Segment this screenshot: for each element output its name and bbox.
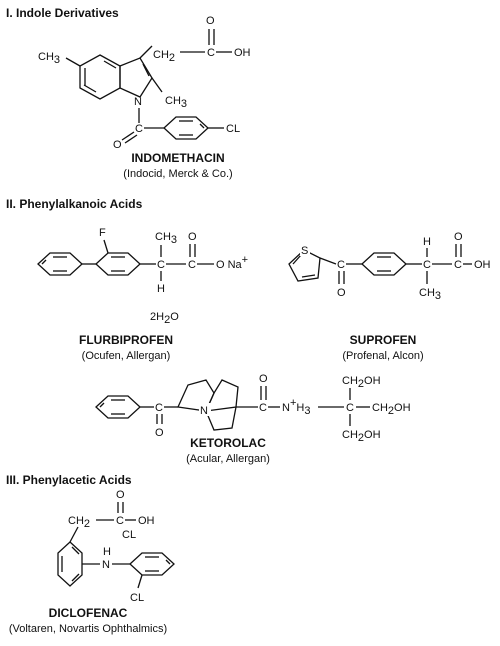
- suprofen-carboxyl-c: C: [454, 259, 462, 271]
- flurbiprofen-name: FLURBIPROFEN: [79, 333, 173, 347]
- indomethacin-structure: CH3 CH2 C O OH CH3 N C O CL: [38, 15, 251, 151]
- indomethacin-carbonyl-o: O: [206, 15, 215, 27]
- ketorolac-phenyl-ring: [95, 395, 141, 419]
- ketorolac-name: KETOROLAC: [190, 436, 266, 450]
- flurbiprofen-phenyl-ring: [37, 252, 83, 276]
- diclofenac-structure: CH2 C O OH CL N H CL: [57, 489, 175, 604]
- indomethacin-cl: CL: [226, 123, 240, 135]
- flurbiprofen-ch3: CH3: [155, 231, 177, 246]
- indomethacin-acyl-c: C: [135, 123, 143, 135]
- suprofen-carbonyl-o: O: [454, 231, 463, 243]
- suprofen-s: S: [301, 245, 308, 257]
- ketorolac-ring-b-top: [204, 379, 239, 412]
- diclofenac-ch2: CH2: [68, 515, 90, 530]
- indomethacin-carboxyl-c: C: [207, 47, 215, 59]
- indomethacin-brand: (Indocid, Merck & Co.): [123, 168, 232, 180]
- ketorolac-ch2oh-bottom: CH2OH: [342, 429, 381, 444]
- suprofen-keto-o: O: [337, 287, 346, 299]
- diclofenac-right-ring: [129, 552, 175, 576]
- diclofenac-oh: OH: [138, 515, 155, 527]
- ketorolac-ch2oh-top: CH2OH: [342, 375, 381, 390]
- ketorolac-ring-n: N: [200, 405, 208, 417]
- diclofenac-name: DICLOFENAC: [49, 606, 128, 620]
- indomethacin-acyl-o: O: [113, 139, 122, 151]
- ketorolac-quaternary-c: C: [346, 402, 354, 414]
- flurbiprofen-alpha-c: C: [157, 259, 165, 271]
- ketorolac-ring-b-bottom: [205, 406, 237, 431]
- indomethacin-oh: OH: [234, 47, 251, 59]
- ketorolac-tromethamine-n: N+H3: [282, 397, 310, 417]
- diclofenac-brand: (Voltaren, Novartis Ophthalmics): [9, 623, 167, 635]
- indomethacin-pyrrole-ring: [119, 57, 153, 98]
- flurbiprofen-fluorophenyl-ring: [95, 252, 141, 276]
- suprofen-structure: S C O C H CH3 C O OH: [288, 231, 491, 302]
- diclofenac-nh-n: N: [102, 559, 110, 571]
- section-heading-phenylalkanoic: II. Phenylalkanoic Acids: [6, 197, 143, 211]
- ketorolac-structure: C O N C O N+H3 C CH2OH CH2OH CH2OH: [95, 373, 411, 444]
- suprofen-brand: (Profenal, Alcon): [342, 350, 423, 362]
- suprofen-thiophene-ring: [288, 249, 321, 282]
- indomethacin-n: N: [134, 96, 142, 108]
- indomethacin-benzene-ring: [79, 54, 121, 100]
- ketorolac-amide-c: C: [259, 402, 267, 414]
- suprofen-oh: OH: [474, 259, 491, 271]
- diclofenac-carbonyl-o: O: [116, 489, 125, 501]
- ketorolac-keto-o: O: [155, 427, 164, 439]
- diclofenac-carboxyl-cl: CL: [122, 529, 136, 541]
- diclofenac-left-ring: [57, 541, 83, 587]
- flurbiprofen-brand: (Ocufen, Allergan): [82, 350, 171, 362]
- suprofen-ch3: CH3: [419, 287, 441, 302]
- indomethacin-name: INDOMETHACIN: [131, 151, 224, 165]
- ketorolac-brand: (Acular, Allergan): [186, 453, 270, 465]
- indomethacin-chlorophenyl-ring: [163, 116, 209, 140]
- diclofenac-nh-h: H: [103, 546, 111, 558]
- flurbiprofen-f: F: [99, 227, 106, 239]
- diclofenac-carboxyl-c: C: [116, 515, 124, 527]
- ketorolac-ch2oh-right: CH2OH: [372, 402, 411, 417]
- indomethacin-ch2-label: CH2: [153, 49, 175, 64]
- suprofen-h: H: [423, 236, 431, 248]
- ketorolac-amide-o: O: [259, 373, 268, 385]
- suprofen-keto-c: C: [337, 259, 345, 271]
- section-heading-indole: I. Indole Derivatives: [6, 6, 119, 20]
- indomethacin-2-ch3: CH3: [165, 95, 187, 110]
- section-heading-phenylacetic: III. Phenylacetic Acids: [6, 473, 132, 487]
- diclofenac-ring-cl: CL: [130, 592, 144, 604]
- suprofen-alpha-c: C: [423, 259, 431, 271]
- flurbiprofen-carbonyl-o: O: [188, 231, 197, 243]
- flurbiprofen-dihydrate: 2H2O: [150, 311, 179, 326]
- flurbiprofen-h: H: [157, 283, 165, 295]
- ketorolac-keto-c: C: [155, 402, 163, 414]
- flurbiprofen-carboxyl-c: C: [188, 259, 196, 271]
- suprofen-phenyl-ring: [361, 252, 407, 276]
- suprofen-name: SUPROFEN: [350, 333, 417, 347]
- indomethacin-ch3-label: CH3: [38, 51, 60, 66]
